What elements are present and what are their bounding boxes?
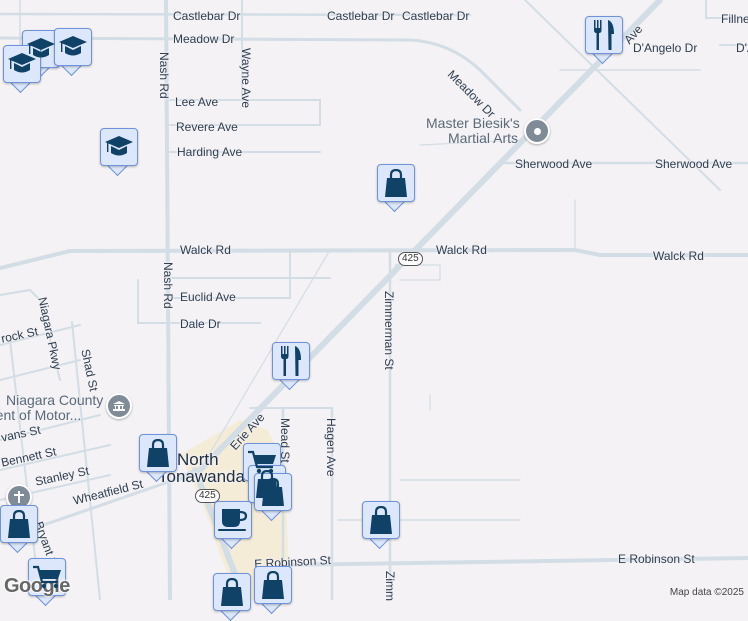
route-425-shield: 425 <box>398 252 423 266</box>
graduation-cap-icon <box>59 36 87 56</box>
graduation-cap-icon <box>27 38 55 58</box>
cafe-marker[interactable] <box>214 501 252 550</box>
street-label-castlebar-dr: Castlebar Dr <box>327 9 395 23</box>
shopping-marker[interactable] <box>254 566 292 615</box>
street-label-e-robinson-st: E Robinson St <box>618 552 695 566</box>
street-label-castlebar-dr: Castlebar Dr <box>402 9 470 23</box>
street-label-walck-rd: Walck Rd <box>436 243 487 257</box>
poi-label-dmv[interactable]: Niagara County Department of Motor... <box>0 392 104 424</box>
street-label-euclid-ave: Euclid Ave <box>180 290 236 304</box>
google-logo[interactable]: Google <box>4 575 70 597</box>
grocery-marker[interactable] <box>28 558 66 607</box>
street-label-sherwood-ave: Sherwood Ave <box>655 157 733 171</box>
shopping-marker[interactable] <box>0 505 38 554</box>
street-label-meadow-dr: Meadow Dr <box>173 32 235 46</box>
street-label-zimmerman-st: Zimm <box>383 571 397 601</box>
street-label-walck-rd: Walck Rd <box>180 243 231 257</box>
route-425-shield: 425 <box>195 489 220 503</box>
school-marker[interactable] <box>100 128 138 177</box>
shopping-bag-icon <box>221 578 243 606</box>
school-marker[interactable] <box>54 28 92 77</box>
street-label-wayne-ave: Wayne Ave <box>239 48 253 109</box>
street-label-walck-rd: Walck Rd <box>653 249 704 263</box>
school-marker[interactable] <box>3 45 41 94</box>
shopping-bag-icon <box>262 571 284 599</box>
street-label-revere-ave: Revere Ave <box>176 120 238 134</box>
town-label-north: North <box>177 450 219 469</box>
road-network <box>0 0 748 600</box>
shopping-cart-icon <box>248 450 276 474</box>
shopping-bag-icon <box>262 478 284 506</box>
street-label-dangelo-dr: D'A <box>736 41 748 55</box>
shopping-marker[interactable] <box>377 164 415 213</box>
street-label-lee-ave: Lee Ave <box>175 95 219 109</box>
street-label-dangelo-dr: D'Angelo Dr <box>633 41 698 55</box>
street-label-fillmore: Fillne <box>721 12 748 26</box>
shopping-bag-icon <box>385 169 407 197</box>
street-label-dale-dr: Dale Dr <box>180 317 221 331</box>
fork-knife-icon <box>594 20 614 50</box>
shopping-marker[interactable] <box>254 473 292 522</box>
street-label-castlebar-dr: Castlebar Dr <box>173 9 241 23</box>
shopping-bag-icon <box>147 439 169 467</box>
shopping-marker[interactable] <box>213 573 251 621</box>
street-label-nash-rd: Nash Rd <box>157 52 171 99</box>
shopping-marker[interactable] <box>362 501 400 550</box>
shopping-cart-icon <box>33 565 61 589</box>
martial-arts-pin-icon[interactable] <box>524 118 550 144</box>
street-label-sherwood-ave: Sherwood Ave <box>515 157 593 171</box>
coffee-cup-icon <box>218 509 248 531</box>
street-label-harding-ave: Harding Ave <box>177 145 243 159</box>
graduation-cap-icon <box>8 53 36 73</box>
street-label-zimmerman-st: Zimmerman St <box>382 291 396 370</box>
shopping-marker[interactable] <box>139 434 177 483</box>
shopping-bag-icon <box>370 506 392 534</box>
fork-knife-icon <box>281 346 301 376</box>
street-label-hagen-ave: Hagen Ave <box>324 418 338 477</box>
street-label-nash-rd: Nash Rd <box>161 262 175 309</box>
government-building-icon[interactable] <box>106 393 132 419</box>
graduation-cap-icon <box>105 136 133 156</box>
restaurant-marker[interactable] <box>272 342 310 391</box>
town-label-tonawanda: Tonawanda <box>158 467 245 486</box>
poi-label-martial-arts[interactable]: Master Biesik's Martial Arts <box>426 115 520 147</box>
map-attribution[interactable]: Map data ©2025 <box>665 585 748 600</box>
restaurant-marker[interactable] <box>585 16 623 65</box>
shopping-bag-icon <box>8 510 30 538</box>
